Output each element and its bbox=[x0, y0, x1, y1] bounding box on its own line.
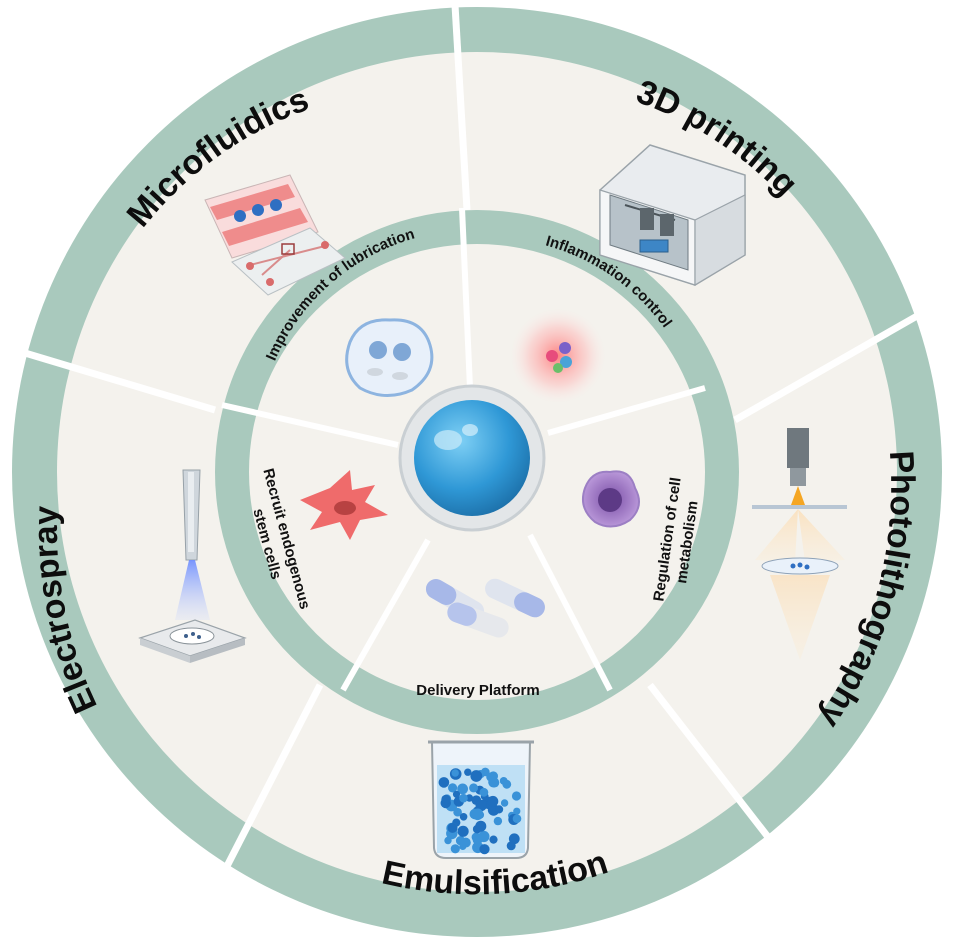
photolithography-light-cone-icon bbox=[752, 428, 847, 660]
electrospray-nozzle-icon bbox=[138, 469, 247, 663]
beaker-with-microspheres-icon bbox=[428, 740, 534, 859]
microfluidic-chip-icon bbox=[204, 174, 346, 296]
inner-label-delivery: Delivery Platform bbox=[416, 682, 539, 699]
inner-dividers bbox=[221, 207, 706, 692]
inflammation-glow-icon bbox=[510, 308, 606, 404]
outer-dividers bbox=[13, 4, 947, 872]
chondrocyte-cell-icon bbox=[345, 318, 434, 397]
hydrogel-microsphere-icon bbox=[398, 384, 546, 532]
3d-printer-icon bbox=[599, 144, 746, 287]
capsule-pills-icon bbox=[425, 578, 545, 638]
stem-cell-icon bbox=[300, 470, 388, 540]
macrophage-cell-icon bbox=[582, 470, 640, 528]
beaker-beads bbox=[438, 767, 522, 855]
